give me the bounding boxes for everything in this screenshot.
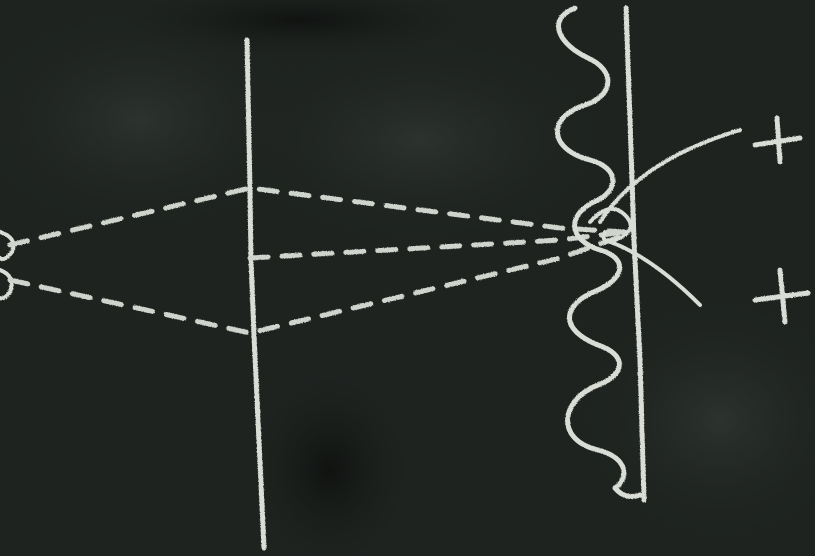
chalkboard [0,0,815,556]
